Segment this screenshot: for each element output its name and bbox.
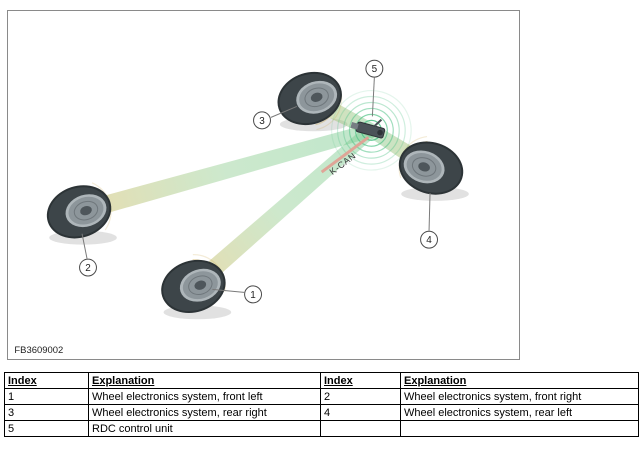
index-cell (320, 420, 401, 437)
callout-3-number: 3 (259, 116, 265, 127)
callout-4-number: 4 (426, 235, 432, 246)
legend-table: Index Explanation Index Explanation 1 Wh… (4, 372, 639, 437)
index-cell: 3 (4, 404, 89, 421)
callout-1: 1 (244, 285, 263, 304)
rdc-control-unit (350, 118, 386, 139)
explanation-cell: Wheel electronics system, rear right (88, 404, 321, 421)
callout-line-1 (212, 288, 245, 293)
index-cell: 1 (4, 388, 89, 405)
kcan-wire (320, 136, 370, 174)
callout-1-number: 1 (250, 290, 256, 301)
callout-line-5 (371, 77, 375, 117)
callout-line-2 (81, 233, 88, 259)
callout-4: 4 (420, 230, 438, 249)
rdc-system-diagram: K-CAN 1 2 3 4 5 FB3609002 (7, 10, 520, 360)
legend-header-row: Index Explanation Index Explanation (4, 372, 639, 389)
index-cell: 5 (4, 420, 89, 437)
explanation-cell: Wheel electronics system, rear left (400, 404, 639, 421)
callout-2-number: 2 (85, 263, 91, 274)
index-cell: 4 (320, 404, 401, 421)
header-explanation-left: Explanation (88, 372, 321, 389)
explanation-cell: Wheel electronics system, front right (400, 388, 639, 405)
table-row: 5 RDC control unit (4, 420, 639, 437)
callout-line-3 (270, 105, 298, 118)
table-row: 1 Wheel electronics system, front left 2… (4, 388, 639, 405)
callout-5-number: 5 (372, 64, 378, 75)
explanation-cell (400, 420, 639, 437)
index-cell: 2 (320, 388, 401, 405)
table-row: 3 Wheel electronics system, rear right 4… (4, 404, 639, 421)
signal-beam-front-right (76, 123, 374, 221)
callout-2: 2 (79, 258, 97, 277)
header-index-left: Index (4, 372, 89, 389)
header-explanation-right: Explanation (400, 372, 639, 389)
callout-5: 5 (365, 59, 384, 78)
header-index-right: Index (320, 372, 401, 389)
callout-line-4 (428, 192, 431, 231)
image-id-label: FB3609002 (14, 345, 63, 356)
explanation-cell: Wheel electronics system, front left (88, 388, 321, 405)
explanation-cell: RDC control unit (88, 420, 321, 437)
diagram-canvas: K-CAN 1 2 3 4 5 FB3609002 (14, 56, 472, 356)
callout-3: 3 (253, 111, 271, 130)
